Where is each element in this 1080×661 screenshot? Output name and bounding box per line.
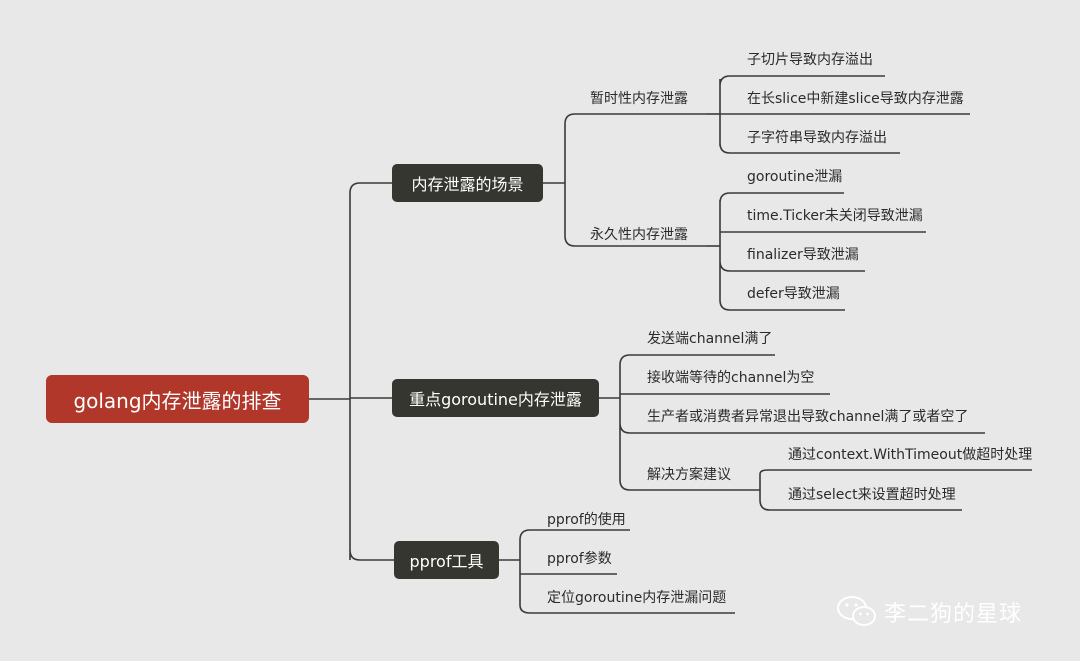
wechat-icon xyxy=(837,596,876,626)
leaf-new-slice-in-long-slice[interactable]: 在长slice中新建slice导致内存泄露 xyxy=(747,91,964,107)
leaf-locate-goroutine-leak[interactable]: 定位goroutine内存泄漏问题 xyxy=(547,590,727,606)
branch-pprof-tool[interactable]: pprof工具 xyxy=(394,541,499,579)
connector-sub4 xyxy=(759,469,1032,511)
connector-sub1 xyxy=(719,75,970,154)
connector-sub2 xyxy=(719,192,926,311)
leaf-receiver-channel-empty[interactable]: 接收端等待的channel为空 xyxy=(647,370,815,386)
sub-solution-advice[interactable]: 解决方案建议 xyxy=(647,467,731,483)
leaf-defer-leak[interactable]: defer导致泄漏 xyxy=(747,286,840,302)
leaf-sender-channel-full[interactable]: 发送端channel满了 xyxy=(647,331,773,347)
leaf-goroutine-leak[interactable]: goroutine泄漏 xyxy=(747,169,843,185)
sub-permanent-leak[interactable]: 永久性内存泄露 xyxy=(590,227,688,243)
leaf-pprof-usage[interactable]: pprof的使用 xyxy=(547,512,626,528)
leaf-subslice-overflow[interactable]: 子切片导致内存溢出 xyxy=(747,52,873,68)
connector-b3-trunk xyxy=(519,529,735,614)
leaf-ticker-not-closed[interactable]: time.Ticker未关闭导致泄漏 xyxy=(747,208,923,224)
leaf-finalizer-leak[interactable]: finalizer导致泄漏 xyxy=(747,247,859,263)
watermark-text: 李二狗的星球 xyxy=(884,602,1023,627)
branch-memory-leak-scenarios[interactable]: 内存泄露的场景 xyxy=(392,164,543,202)
leaf-substring-overflow[interactable]: 子字符串导致内存溢出 xyxy=(747,130,887,146)
root-node[interactable]: golang内存泄露的排查 xyxy=(46,375,309,423)
branch-goroutine-leak[interactable]: 重点goroutine内存泄露 xyxy=(392,379,599,417)
connector-b1-trunk xyxy=(564,113,706,247)
leaf-context-timeout[interactable]: 通过context.WithTimeout做超时处理 xyxy=(788,447,1033,463)
connector-b2-trunk xyxy=(619,354,985,491)
leaf-select-timeout[interactable]: 通过select来设置超时处理 xyxy=(788,487,956,503)
leaf-producer-consumer-exit[interactable]: 生产者或消费者异常退出导致channel满了或者空了 xyxy=(647,409,969,425)
watermark: 李二狗的星球 xyxy=(836,594,1056,630)
sub-temporary-leak[interactable]: 暂时性内存泄露 xyxy=(590,91,688,107)
leaf-pprof-params[interactable]: pprof参数 xyxy=(547,551,612,567)
connector-trunk xyxy=(349,182,394,561)
